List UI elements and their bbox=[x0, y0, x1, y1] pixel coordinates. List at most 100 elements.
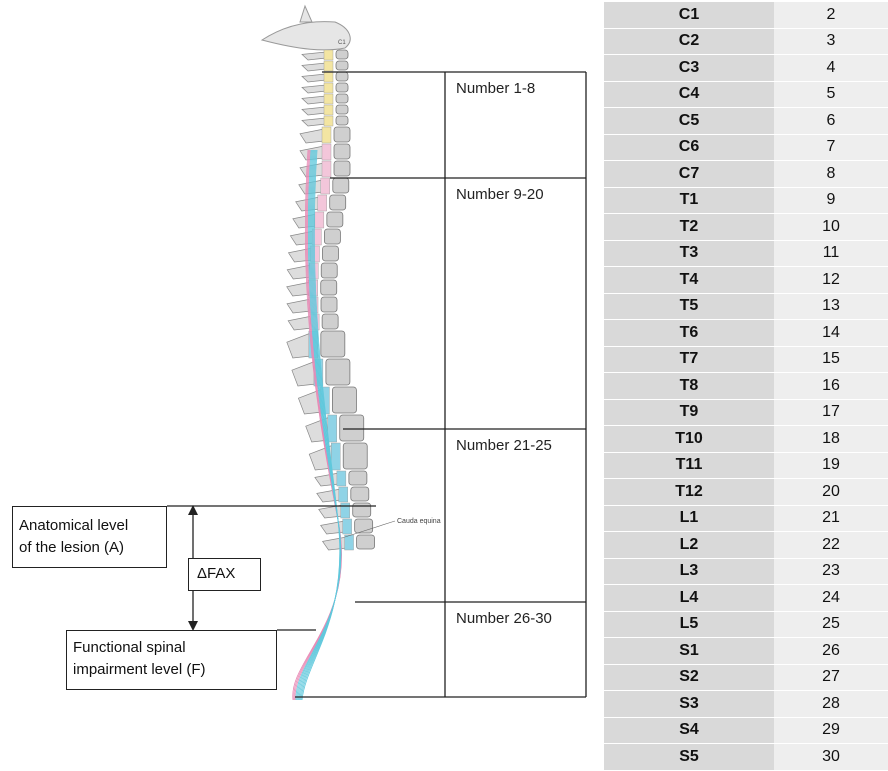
level-code-cell: S1 bbox=[604, 638, 774, 665]
level-code-cell: L4 bbox=[604, 585, 774, 612]
level-number-cell: 27 bbox=[774, 664, 888, 691]
cord-segment bbox=[341, 503, 350, 518]
spine-figure: C1 Cauda equina Number 1-8 Number 9-20 N… bbox=[0, 0, 600, 738]
cord-segment bbox=[324, 72, 333, 82]
vertebra-body bbox=[326, 359, 350, 385]
level-number-cell: 6 bbox=[774, 108, 888, 135]
anatomical-level-line-2: of the lesion (A) bbox=[13, 537, 166, 559]
level-row: S429 bbox=[604, 717, 888, 744]
level-row: S530 bbox=[604, 744, 888, 771]
level-code-cell: T7 bbox=[604, 346, 774, 373]
vertebra-body bbox=[340, 415, 364, 441]
level-number-cell: 21 bbox=[774, 505, 888, 532]
cord-segment bbox=[322, 144, 331, 160]
region-label-2: Number 9-20 bbox=[456, 186, 544, 205]
cord-segment bbox=[324, 83, 333, 93]
level-row: T311 bbox=[604, 240, 888, 267]
level-number-cell: 3 bbox=[774, 28, 888, 55]
level-code-cell: T10 bbox=[604, 426, 774, 453]
skull-base bbox=[262, 22, 350, 50]
level-number-cell: 12 bbox=[774, 267, 888, 294]
vertebra-body bbox=[353, 503, 371, 517]
level-number-cell: 11 bbox=[774, 240, 888, 267]
level-number-cell: 30 bbox=[774, 744, 888, 771]
cord-segment bbox=[321, 178, 330, 194]
level-number-cell: 4 bbox=[774, 55, 888, 82]
cord-segment bbox=[322, 161, 331, 177]
level-number-cell: 23 bbox=[774, 558, 888, 585]
vertebra-body bbox=[321, 263, 337, 278]
level-number-cell: 26 bbox=[774, 638, 888, 665]
spinous-process bbox=[302, 85, 326, 93]
level-code-cell: C5 bbox=[604, 108, 774, 135]
level-number-cell: 5 bbox=[774, 81, 888, 108]
delta-box: ΔFAX bbox=[188, 558, 261, 591]
cauda-equina-label: Cauda equina bbox=[397, 518, 441, 525]
vertebra-body bbox=[334, 144, 350, 159]
level-code-cell: T1 bbox=[604, 187, 774, 214]
region-label-1: Number 1-8 bbox=[456, 80, 535, 99]
level-row: C12 bbox=[604, 2, 888, 28]
level-number-cell: 22 bbox=[774, 532, 888, 559]
vertebra-body bbox=[332, 387, 356, 413]
vertebra-body bbox=[327, 212, 343, 227]
level-code-cell: T8 bbox=[604, 373, 774, 400]
vertebra-body bbox=[336, 72, 348, 81]
cord-segment bbox=[328, 415, 337, 442]
level-number-cell: 17 bbox=[774, 399, 888, 426]
level-code-cell: L1 bbox=[604, 505, 774, 532]
level-number-cell: 25 bbox=[774, 611, 888, 638]
level-row: T1119 bbox=[604, 452, 888, 479]
cord-segment bbox=[315, 212, 324, 228]
spinous-process bbox=[302, 63, 326, 71]
level-code-cell: S2 bbox=[604, 664, 774, 691]
level-code-cell: C4 bbox=[604, 81, 774, 108]
vertebra-body bbox=[343, 443, 367, 469]
vertebra-body bbox=[324, 229, 340, 244]
spinous-process bbox=[302, 52, 326, 60]
level-code-cell: T9 bbox=[604, 399, 774, 426]
spinous-process bbox=[319, 505, 343, 518]
vertebra-body bbox=[322, 314, 338, 329]
functional-level-line-2: impairment level (F) bbox=[67, 659, 276, 681]
spinous-process bbox=[321, 521, 345, 534]
level-code-cell: L2 bbox=[604, 532, 774, 559]
spinous-process bbox=[292, 361, 316, 386]
level-code-cell: L3 bbox=[604, 558, 774, 585]
cord-segment bbox=[318, 195, 327, 211]
level-number-cell: 9 bbox=[774, 187, 888, 214]
level-code-cell: S3 bbox=[604, 691, 774, 718]
vertebra-body bbox=[336, 83, 348, 92]
vertebra-body bbox=[321, 280, 337, 295]
anatomical-level-box: Anatomical level of the lesion (A) bbox=[12, 506, 167, 568]
spinous-process bbox=[323, 537, 347, 550]
functional-level-line-1: Functional spinal bbox=[67, 637, 276, 659]
level-code-cell: S5 bbox=[604, 744, 774, 771]
cord-segment bbox=[324, 50, 333, 60]
vertebra-body bbox=[336, 61, 348, 70]
region-brackets bbox=[167, 72, 586, 697]
cord-segment bbox=[322, 127, 331, 143]
level-code-cell: T4 bbox=[604, 267, 774, 294]
level-number-cell: 16 bbox=[774, 373, 888, 400]
vertebra-body bbox=[349, 471, 367, 485]
cord-segment bbox=[331, 443, 340, 470]
level-code-cell: L5 bbox=[604, 611, 774, 638]
vertebra-body bbox=[322, 246, 338, 261]
level-code-cell: S4 bbox=[604, 717, 774, 744]
